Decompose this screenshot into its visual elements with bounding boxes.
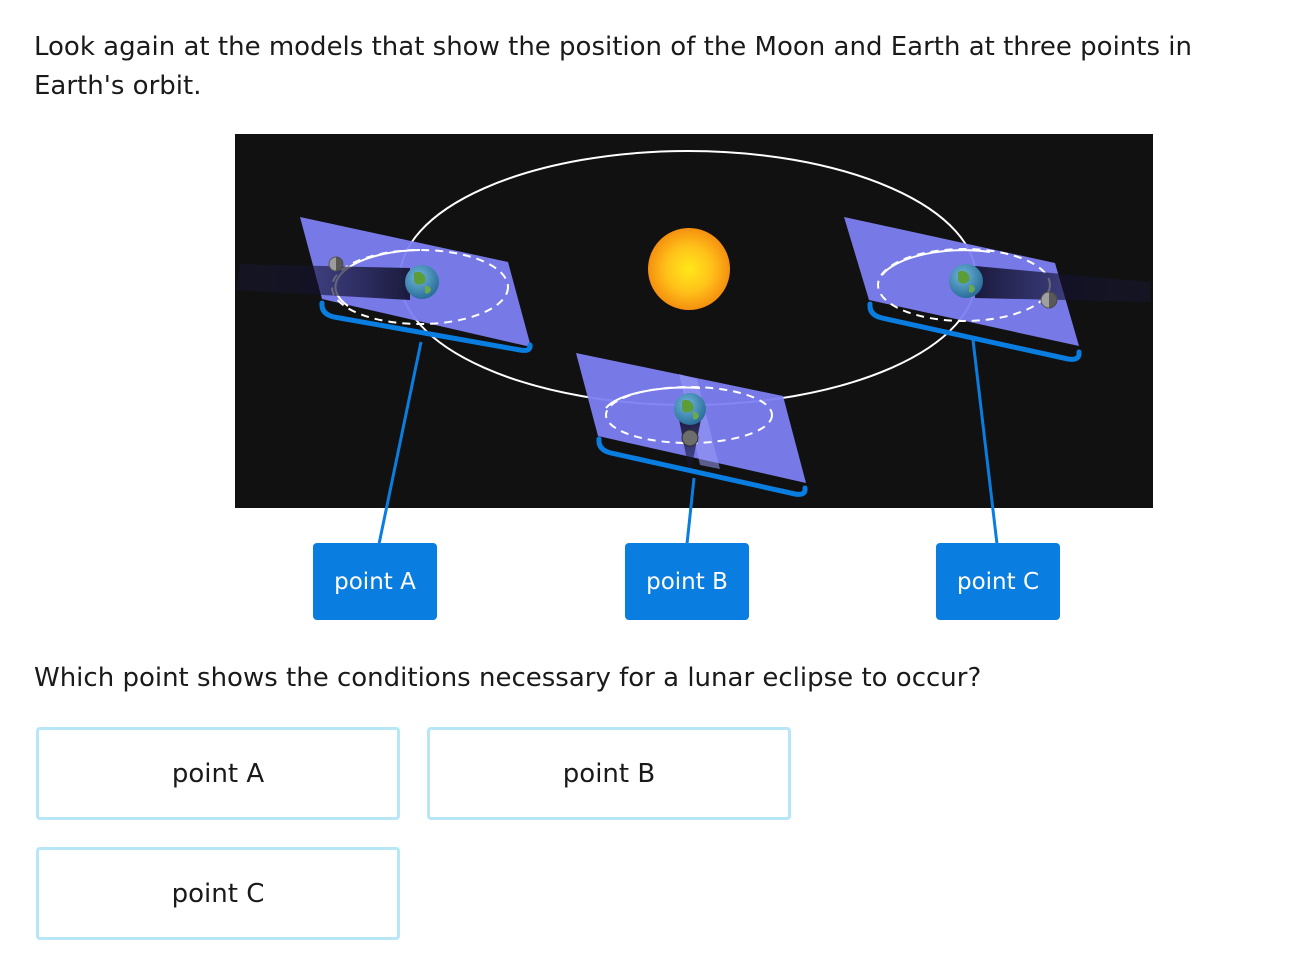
question-text: Which point shows the conditions necessa…	[34, 660, 981, 696]
moon-b	[682, 430, 698, 446]
label-point-b: point B	[625, 543, 749, 620]
choice-point-c-button[interactable]: point C	[36, 847, 400, 940]
sun	[648, 228, 730, 310]
choice-point-a-button[interactable]: point A	[36, 727, 400, 820]
label-point-c: point C	[936, 543, 1060, 620]
orbit-model-figure: point A point B point C	[0, 0, 1297, 640]
choice-point-b-button[interactable]: point B	[427, 727, 791, 820]
label-point-a: point A	[313, 543, 437, 620]
